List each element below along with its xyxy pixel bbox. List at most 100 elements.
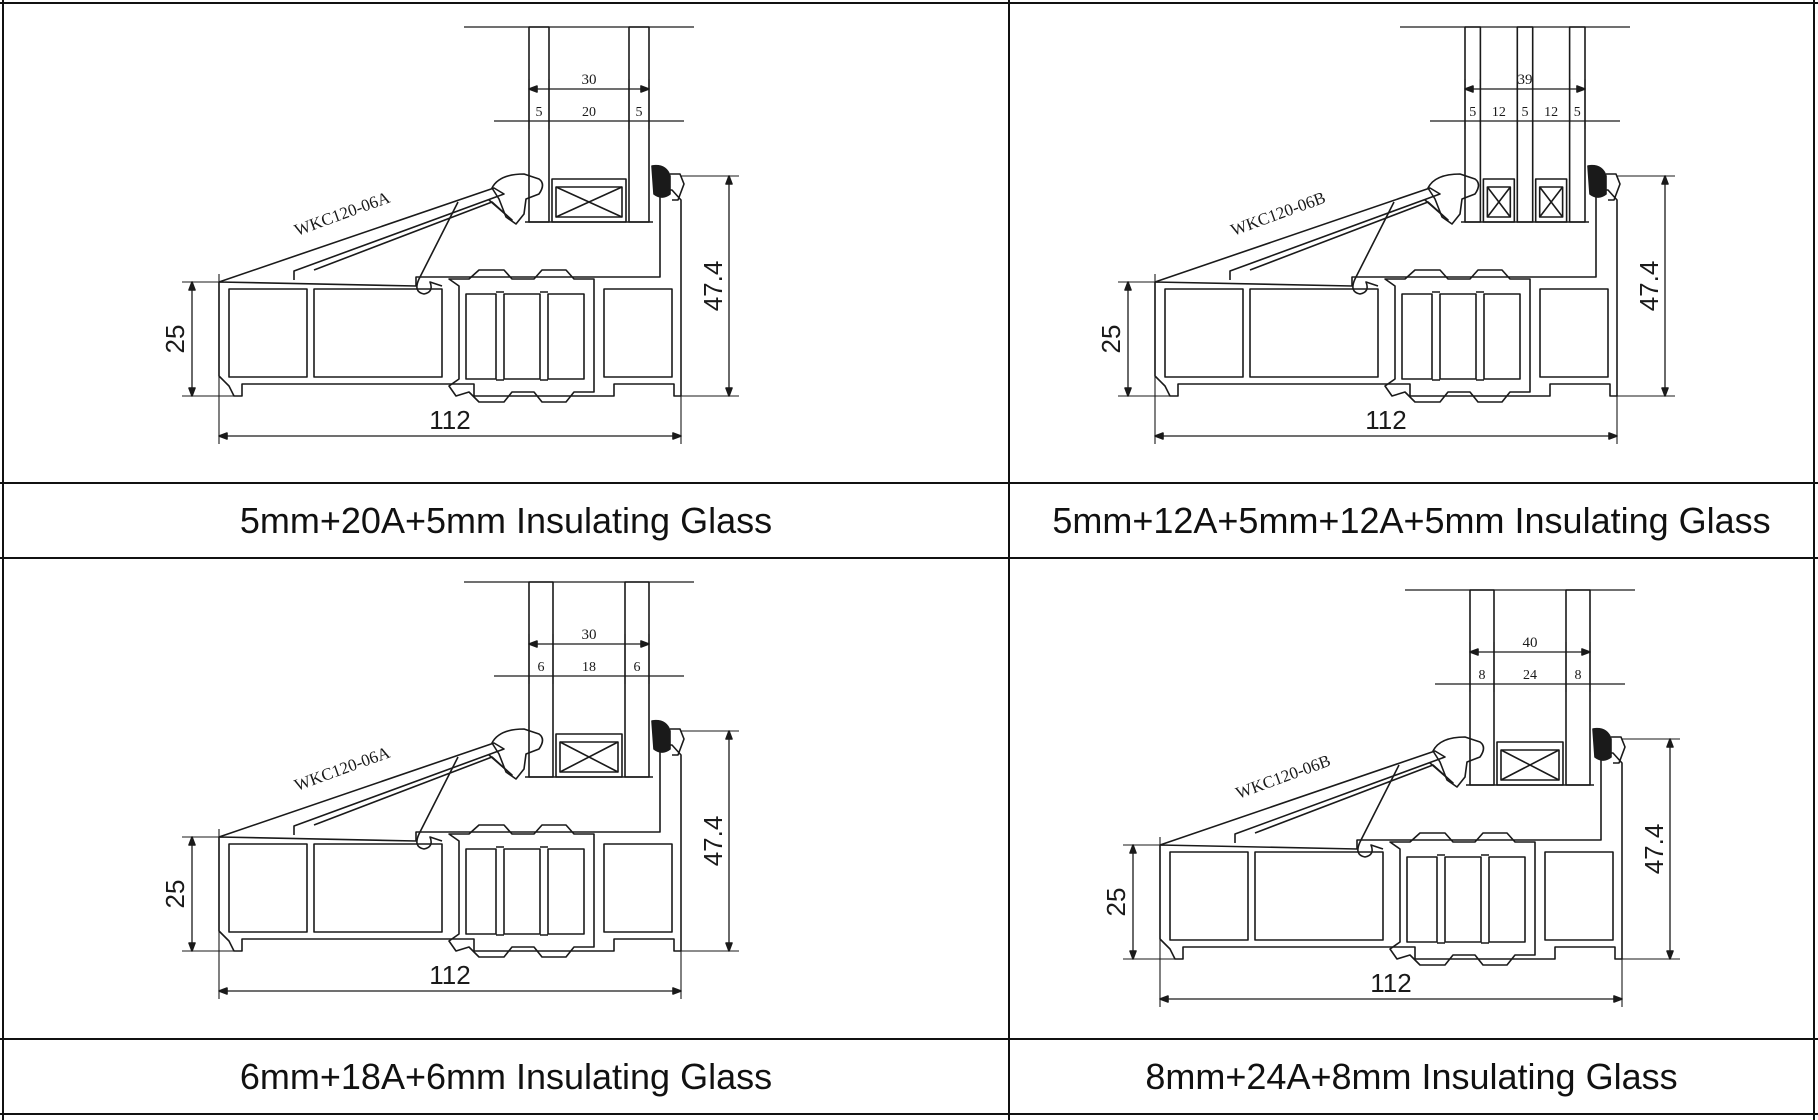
dim-glass-total: 30 <box>582 72 597 88</box>
chamber <box>228 843 308 933</box>
bead-support-leg <box>416 756 459 850</box>
spacer-bar <box>555 733 623 778</box>
sloped-glazing-bead <box>1154 187 1441 283</box>
glass-pane <box>1469 589 1495 786</box>
grid-border-top <box>0 2 1818 4</box>
profile-code-label: WKC120-06B <box>1233 751 1333 803</box>
spacer-box <box>559 741 619 773</box>
dim-height: 47.4 <box>698 816 728 867</box>
grid-divider-bottom <box>0 1113 1818 1115</box>
profile-group: 40 8 24 8 112 47.4 25 WKC120-06B <box>1101 589 1680 1007</box>
panel-caption: 5mm+20A+5mm Insulating Glass <box>239 499 773 541</box>
chamber <box>313 843 443 933</box>
dim-glass-layer: 8 <box>1479 668 1486 683</box>
frame-outline <box>1154 189 1618 397</box>
glass-pane <box>1464 26 1482 223</box>
gasket-lip <box>1611 736 1626 764</box>
frame-outline <box>218 189 682 397</box>
core-chamber <box>1401 293 1433 380</box>
dim-low-height: 25 <box>1101 888 1131 917</box>
bead-clip <box>491 728 544 780</box>
panel-caption: 8mm+24A+8mm Insulating Glass <box>1145 1055 1678 1097</box>
dim-height: 47.4 <box>1639 824 1669 875</box>
core-chamber <box>465 293 497 380</box>
spacer-cross <box>555 186 623 218</box>
bead-inner-line <box>1254 762 1454 834</box>
core-chamber <box>1483 293 1521 380</box>
core-strut <box>1437 854 1489 944</box>
dim-glass-layer: 8 <box>1575 668 1582 683</box>
dim-height: 47.4 <box>698 261 728 312</box>
profile-code-label: WKC120-06B <box>1228 188 1328 240</box>
dim-glass-total: 30 <box>582 627 597 643</box>
frame-outline <box>1159 752 1623 960</box>
core-strut <box>1432 291 1484 381</box>
sloped-glazing-bead <box>1159 750 1446 846</box>
bead-clip <box>491 173 544 225</box>
frame-outline <box>218 744 682 952</box>
dim-total-width: 112 <box>429 405 470 435</box>
grid-divider-vertical <box>1008 0 1010 1120</box>
dim-glass-layer: 6 <box>538 660 545 675</box>
grid-border-left <box>2 0 4 1120</box>
profile-code-label: WKC120-06A <box>292 743 393 795</box>
grid-divider-row1-image <box>0 482 1818 484</box>
spacer-cross <box>1486 186 1511 218</box>
dim-low-height: 25 <box>160 325 190 354</box>
chamber <box>603 288 673 378</box>
glass-pane <box>1565 589 1591 786</box>
overall-dimensions: 112 47.4 25 <box>1101 738 1680 1007</box>
spacer-box <box>1538 186 1564 218</box>
grid-divider-row2-image <box>0 1038 1818 1040</box>
chamber <box>228 288 308 378</box>
glass-pane <box>628 26 650 223</box>
core-strut <box>496 846 548 936</box>
dim-total-width: 112 <box>1370 968 1411 998</box>
dim-glass-layer: 5 <box>636 105 643 120</box>
grid-divider-row1-caption <box>0 557 1818 559</box>
glass-dimensions: 30 6 18 6 <box>494 627 684 684</box>
overall-dimensions: 112 47.4 25 <box>160 175 739 444</box>
sloped-glazing-bead <box>218 742 505 838</box>
drawing-cell: 40 8 24 8 112 47.4 25 WKC120-06B <box>1010 559 1813 1038</box>
chamber <box>313 288 443 378</box>
dim-total-width: 112 <box>429 960 470 990</box>
panel-caption: 6mm+18A+6mm Insulating Glass <box>239 1055 773 1097</box>
dim-glass-total: 39 <box>1518 72 1533 88</box>
dim-glass-layer: 5 <box>536 105 543 120</box>
bead-support-leg <box>416 201 459 295</box>
core-chamber <box>503 293 541 380</box>
thermal-break-core <box>1384 269 1531 403</box>
dim-glass-layer: 18 <box>582 660 596 675</box>
spacer-box <box>1500 749 1560 781</box>
dim-glass-layer: 24 <box>1523 668 1537 683</box>
core-chamber <box>503 848 541 935</box>
dim-total-width: 112 <box>1365 405 1406 435</box>
spacer-bar <box>1496 741 1564 786</box>
sloped-glazing-bead <box>218 187 505 283</box>
chamber <box>603 843 673 933</box>
grid-border-right <box>1813 0 1815 1120</box>
bead-inner-line <box>1249 199 1449 271</box>
gasket-lip <box>1606 173 1621 201</box>
core-chamber <box>547 848 585 935</box>
dim-glass-layer: 6 <box>634 660 641 675</box>
chamber <box>1249 288 1379 378</box>
thermal-break-core <box>448 824 595 958</box>
dim-glass-total: 40 <box>1523 635 1538 651</box>
gasket-lip <box>670 173 685 201</box>
bead-inner-line <box>313 199 513 271</box>
thermal-break-core <box>1389 832 1536 966</box>
dim-height: 47.4 <box>1634 261 1664 312</box>
